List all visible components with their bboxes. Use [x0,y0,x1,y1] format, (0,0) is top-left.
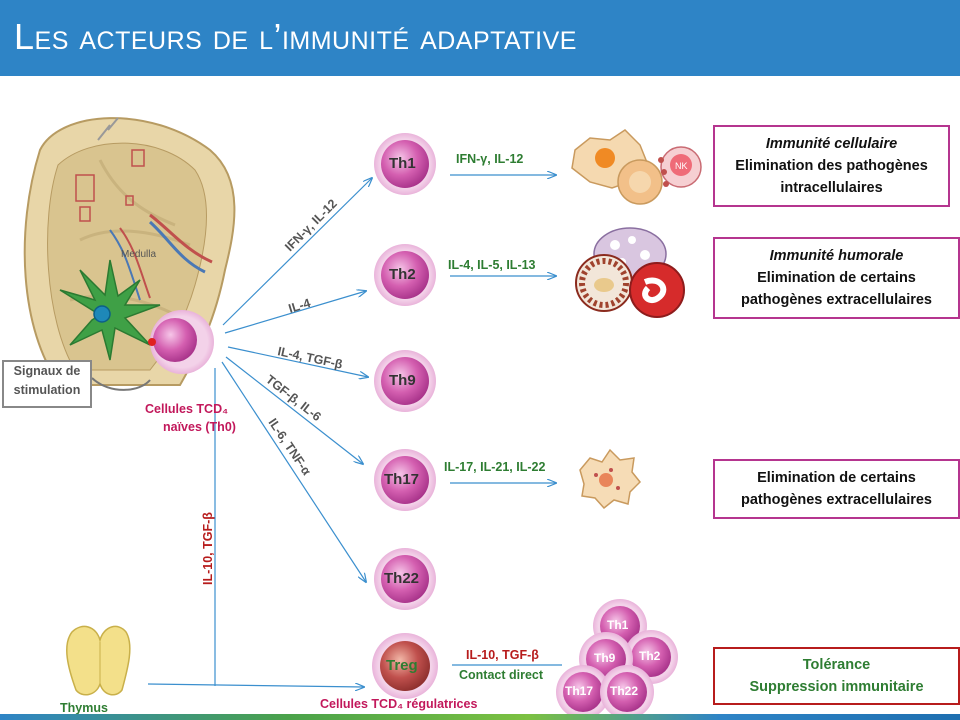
th17-label: Th17 [384,471,420,488]
box-humoral-line1: Elimination de certains [757,270,916,286]
stimulation-line1: Signaux de [13,364,81,378]
naive-label-line1: Cellules TCD₄ [145,402,229,416]
lymph-node-illustration [23,117,236,386]
synapse-dot [148,338,156,346]
treg-caption: Cellules TCD₄ régulatrices [320,697,478,711]
box-th17-outcome: Elimination de certains pathogènes extra… [713,459,960,519]
cluster-th1: Th1 [607,618,629,632]
dendritic-cell-illustration [59,259,161,361]
treg-cytokines: IL-10, TGF-β [466,648,539,662]
label-to-th22: IL-6, TNF-α [266,416,314,478]
cluster-th17: Th17 [565,684,594,698]
box-tolerance: Tolérance Suppression immunitaire [713,647,960,705]
th9-label: Th9 [389,372,416,389]
nk-cell [670,154,692,176]
treg-contact: Contact direct [459,668,544,682]
label-to-th2: IL-4 [287,296,312,316]
box-th17-line2: pathogènes extracellulaires [741,492,932,508]
cluster-th9: Th9 [594,651,616,665]
naive-label-line2: naïves (Th0) [163,420,236,434]
th2-label: Th2 [389,266,416,283]
box-cellular-title: Immunité cellulaire [765,136,898,152]
th2-targets-illustration [575,227,685,318]
th1-label: Th1 [389,155,416,172]
medulla-label: Medulla [121,249,156,260]
page-title: Les acteurs de l’immunité adaptative [14,16,577,57]
th-cells [372,133,438,699]
cluster-th22: Th22 [610,684,639,698]
box-humoral-title: Immunité humorale [769,248,904,264]
th17-cytokines: IL-17, IL-21, IL-22 [444,460,546,474]
box-cellular-line1: Elimination des pathogènes [735,158,928,174]
cluster-th2: Th2 [639,649,661,663]
stimulation-box: Signaux de stimulation [2,360,92,408]
th17-targets-illustration [579,448,642,510]
box-humoral-line2: pathogènes extracellulaires [741,292,932,308]
th2-cytokines: IL-4, IL-5, IL-13 [448,258,536,272]
th1-targets-illustration [571,129,702,205]
box-tolerance-line2: Suppression immunitaire [749,679,924,695]
stimulation-line2: stimulation [13,383,81,397]
box-tolerance-line1: Tolérance [802,657,871,673]
title-bar: Les acteurs de l’immunité adaptative [0,0,960,76]
nk-label: NK [675,161,688,171]
label-to-th9: IL-4, TGF-β [276,344,344,371]
label-to-th17: TGF-β, IL-6 [263,372,324,424]
thymus-label: Thymus [60,701,108,715]
th22-label: Th22 [384,570,420,587]
label-to-th1: IFN-γ, IL-12 [282,197,340,255]
footer-strip [0,714,960,720]
thymus-illustration [66,625,131,696]
treg-cluster-illustration [556,599,678,719]
box-humoral-immunity: Immunité humorale Elimination de certain… [713,237,960,319]
box-cellular-line2: intracellulaires [780,180,883,196]
th1-cytokines: IFN-γ, IL-12 [456,152,524,166]
label-to-treg: IL-10, TGF-β [201,512,215,585]
box-cellular-immunity: Immunité cellulaire Elimination des path… [713,125,950,207]
treg-label: Treg [386,657,418,674]
differentiation-arrows [147,175,556,687]
naive-cell [153,318,197,362]
box-th17-line1: Elimination de certains [757,470,916,486]
